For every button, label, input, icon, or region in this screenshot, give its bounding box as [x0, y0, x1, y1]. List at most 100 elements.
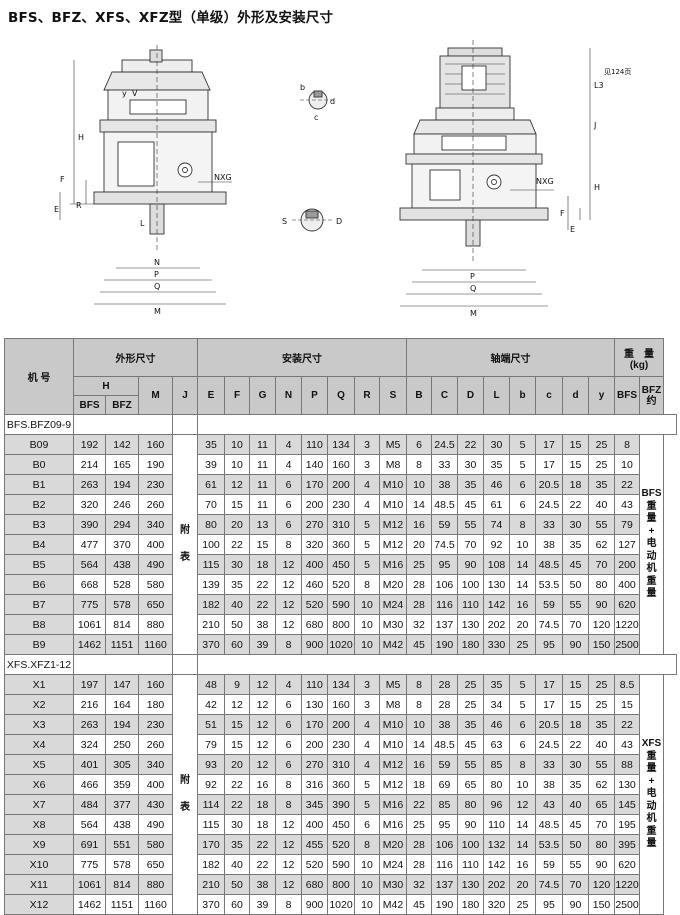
value-cell: 246 [105, 494, 139, 515]
value-cell: M42 [379, 894, 407, 915]
value-cell: 61 [197, 474, 225, 495]
value-cell: 5 [354, 774, 380, 795]
value-cell: 70 [562, 874, 589, 895]
value-cell: 620 [614, 594, 640, 615]
value-cell: 5 [509, 674, 536, 695]
value-cell: 134 [327, 674, 355, 695]
value-cell: 18 [249, 814, 276, 835]
model-cell: X3 [4, 714, 74, 735]
section-blank [73, 414, 173, 435]
value-cell: 775 [73, 854, 106, 875]
value-cell: 150 [588, 634, 615, 655]
model-cell: B8 [4, 614, 74, 635]
value-cell: 85 [483, 754, 510, 775]
value-cell: 190 [431, 894, 458, 915]
value-cell: 16 [509, 594, 536, 615]
value-cell: 92 [197, 774, 225, 795]
section-blank [197, 414, 677, 435]
value-cell: 55 [457, 754, 484, 775]
value-cell: 142 [483, 854, 510, 875]
value-cell: 24.5 [535, 494, 563, 515]
value-cell: M16 [379, 554, 407, 575]
value-cell: 20 [224, 754, 250, 775]
value-cell: 43 [614, 494, 640, 515]
value-cell: 24.5 [535, 734, 563, 755]
value-cell: 490 [138, 554, 173, 575]
value-cell: 16 [509, 854, 536, 875]
value-cell: 43 [535, 794, 563, 815]
label-d: d [330, 97, 335, 106]
value-cell: 564 [73, 814, 106, 835]
value-cell: 214 [73, 454, 106, 475]
value-cell: 1061 [73, 874, 106, 895]
value-cell: 90 [562, 894, 589, 915]
section-blank [172, 414, 198, 435]
model-cell: B3 [4, 514, 74, 535]
value-cell: 25 [406, 554, 432, 575]
value-cell: 165 [105, 454, 139, 475]
value-cell: 12 [275, 594, 302, 615]
value-cell: 28 [431, 674, 458, 695]
value-cell: 65 [457, 774, 484, 795]
weight-note: BFS 重 量 + 电 动 机 重 量 [639, 434, 664, 655]
value-cell: 35 [224, 834, 250, 855]
value-cell: 63 [483, 734, 510, 755]
value-cell: 340 [138, 754, 173, 775]
value-cell: 80 [483, 774, 510, 795]
value-cell: M24 [379, 854, 407, 875]
value-cell: 15 [562, 674, 589, 695]
label-H-left: H [78, 133, 84, 142]
value-cell: 70 [197, 494, 225, 515]
value-cell: 11 [249, 474, 276, 495]
value-cell: 650 [138, 594, 173, 615]
value-cell: 1020 [327, 634, 355, 655]
value-cell: 25 [509, 634, 536, 655]
value-cell: 6 [275, 494, 302, 515]
value-cell: 1220 [614, 614, 640, 635]
value-cell: 230 [327, 734, 355, 755]
model-cell: B1 [4, 474, 74, 495]
value-cell: 5 [354, 554, 380, 575]
value-cell: 180 [138, 694, 173, 715]
value-cell: 137 [431, 614, 458, 635]
value-cell: 230 [138, 714, 173, 735]
value-cell: 12 [275, 834, 302, 855]
value-cell: 60 [224, 634, 250, 655]
value-cell: 25 [457, 694, 484, 715]
value-cell: 182 [197, 854, 225, 875]
value-cell: 22 [224, 534, 250, 555]
value-cell: 13 [249, 514, 276, 535]
value-cell: 10 [354, 634, 380, 655]
value-cell: 1160 [138, 634, 173, 655]
value-cell: 324 [73, 734, 106, 755]
value-cell: 38 [249, 614, 276, 635]
label-E-right: E [570, 225, 575, 234]
value-cell: 95 [535, 634, 563, 655]
model-cell: B0 [4, 454, 74, 475]
value-cell: 180 [457, 894, 484, 915]
value-cell: 22 [562, 494, 589, 515]
value-cell: 69 [431, 774, 458, 795]
value-cell: 130 [457, 874, 484, 895]
value-cell: 1220 [614, 874, 640, 895]
value-cell: 12 [275, 614, 302, 635]
value-cell: 53.5 [535, 834, 563, 855]
value-cell: 3 [354, 674, 380, 695]
model-cell: X7 [4, 794, 74, 815]
value-cell: 48.5 [535, 814, 563, 835]
value-cell: 8 [275, 634, 302, 655]
value-cell: 14 [509, 574, 536, 595]
value-cell: 320 [73, 494, 106, 515]
value-cell: 160 [327, 694, 355, 715]
value-cell: 50 [562, 574, 589, 595]
value-cell: 160 [327, 454, 355, 475]
value-cell: 53.5 [535, 574, 563, 595]
value-cell: 38 [535, 774, 563, 795]
value-cell: 50 [562, 834, 589, 855]
label-J-right: J [593, 121, 596, 130]
value-cell: 520 [327, 834, 355, 855]
value-cell: M12 [379, 774, 407, 795]
header-shaft-dims: 轴端尺寸 [406, 338, 615, 377]
